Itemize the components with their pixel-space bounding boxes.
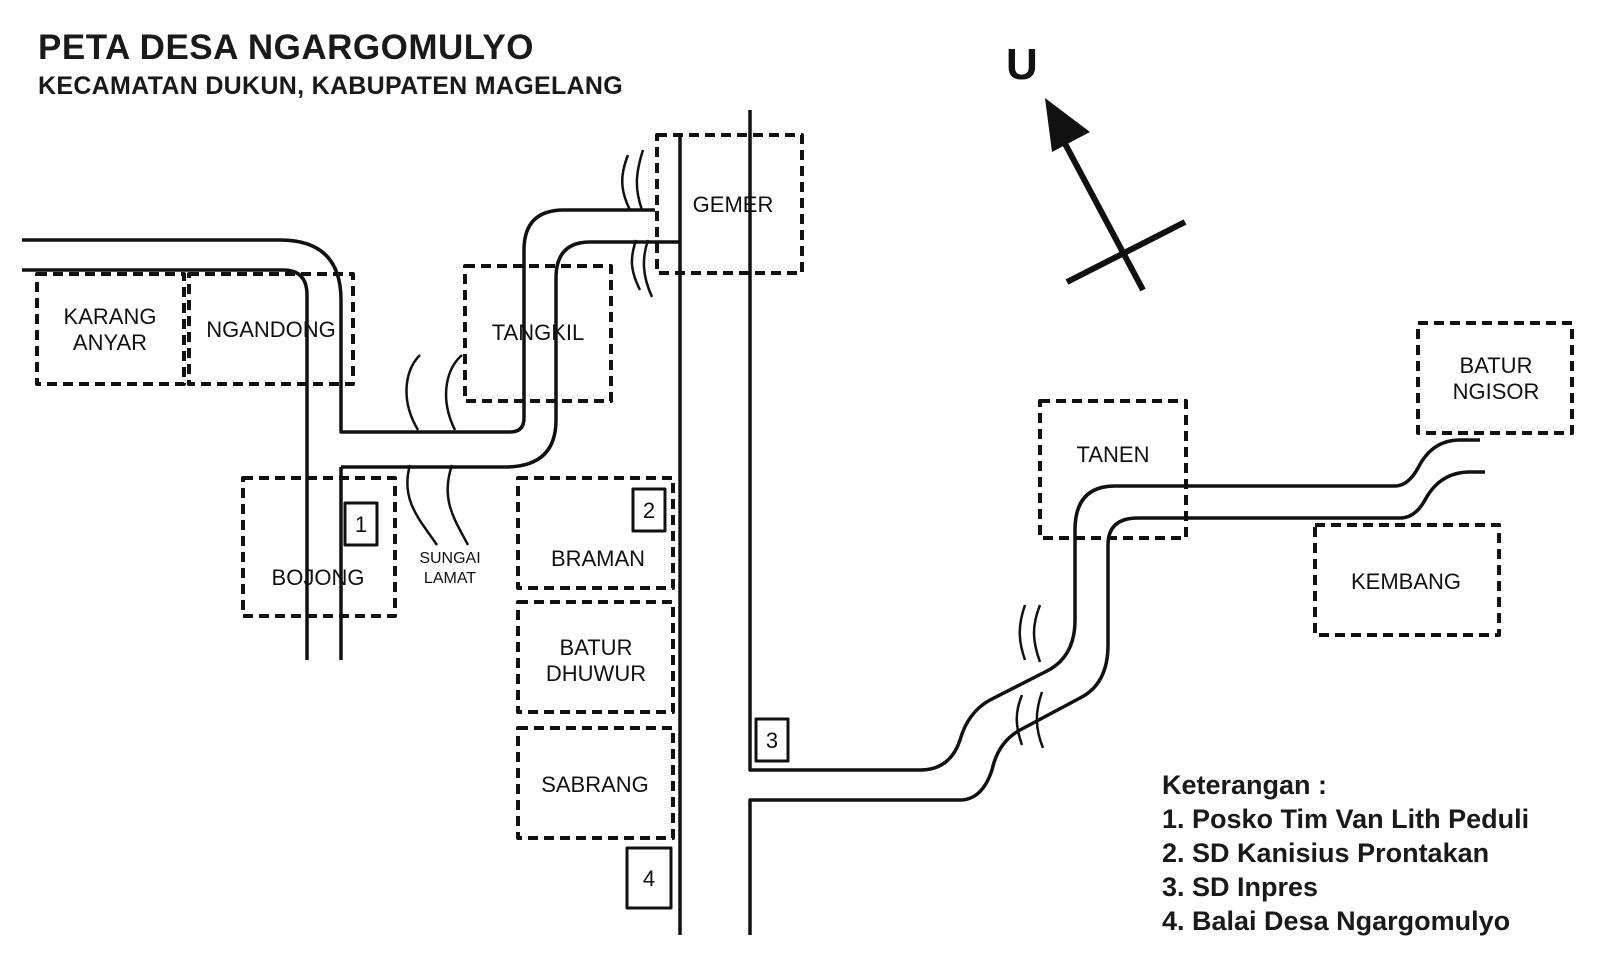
river-east-c [1015, 694, 1024, 746]
legend-item-4: 4. Balai Desa Ngargomulyo [1162, 906, 1511, 936]
boundary-sabrang [516, 726, 675, 840]
road-north-south-east [748, 110, 1480, 772]
boundary-braman [516, 476, 675, 590]
north-label: U [1006, 40, 1038, 89]
label-gemer: GEMER [693, 192, 774, 217]
river-east-a [1018, 604, 1027, 661]
markers [343, 487, 790, 910]
rivers [405, 149, 1045, 749]
road-west-outer [22, 208, 655, 434]
map-title: PETA DESA NGARGOMULYO [38, 28, 535, 67]
label-tanen: TANEN [1077, 442, 1150, 467]
marker-numbers: 1 2 3 4 [355, 498, 778, 891]
label-braman: BRAMAN [551, 546, 645, 571]
marker-box-1 [343, 501, 379, 547]
road-east-lower [748, 470, 1485, 935]
north-arrow-head [1045, 98, 1090, 152]
road-west-inner [22, 268, 309, 660]
river-gemer-d [642, 239, 654, 298]
marker-box-4 [625, 846, 673, 910]
marker-box-2 [631, 487, 667, 533]
boundary-gemer [655, 133, 804, 275]
boundary-batur-ngisor [1416, 321, 1574, 435]
marker-number-2: 2 [643, 498, 655, 523]
river-sungai-lamat-b [444, 354, 463, 431]
boundary-ngandong [187, 272, 355, 386]
legend-item-3: 3. SD Inpres [1162, 872, 1319, 902]
river-sungai-lamat-d [446, 464, 470, 546]
boundary-tangkil [463, 264, 613, 403]
boundary-tanen [1038, 399, 1188, 540]
marker-box-3 [754, 717, 790, 763]
river-sungai-lamat-a [405, 354, 421, 431]
north-arrow [1045, 98, 1187, 292]
village-boundaries [35, 133, 1574, 840]
label-sabrang: SABRANG [541, 772, 649, 797]
legend: Keterangan : 1. Posko Tim Van Lith Pedul… [1162, 768, 1529, 938]
label-tangkil: TANGKIL [492, 320, 585, 345]
boundary-batur-dhuwur [516, 600, 675, 714]
legend-heading: Keterangan : [1162, 770, 1328, 800]
label-ngandong: NGANDONG [206, 317, 336, 342]
boundary-karang-anyar [35, 272, 186, 386]
river-sungai-lamat-c [406, 464, 439, 546]
river-gemer-b [635, 149, 645, 211]
boundary-bojong [241, 476, 397, 618]
legend-item-2: 2. SD Kanisius Prontakan [1162, 838, 1490, 868]
river-east-b [1032, 604, 1042, 663]
marker-number-1: 1 [355, 512, 367, 537]
road-main-south-west [341, 240, 680, 469]
north-arrow-shaft [1059, 136, 1146, 292]
marker-number-3: 3 [766, 728, 778, 753]
river-gemer-a [621, 154, 632, 211]
river-east-d [1035, 691, 1045, 749]
boundary-kembang [1313, 523, 1501, 637]
marker-number-4: 4 [643, 866, 655, 891]
river-gemer-c [630, 239, 642, 291]
label-kembang: KEMBANG [1351, 569, 1461, 594]
roads [22, 110, 1485, 935]
north-arrow-crossbar [1065, 219, 1187, 285]
label-bojong: BOJONG [272, 565, 365, 590]
map-subtitle: KECAMATAN DUKUN, KABUPATEN MAGELANG [38, 72, 623, 100]
legend-item-1: 1. Posko Tim Van Lith Peduli [1162, 804, 1530, 834]
